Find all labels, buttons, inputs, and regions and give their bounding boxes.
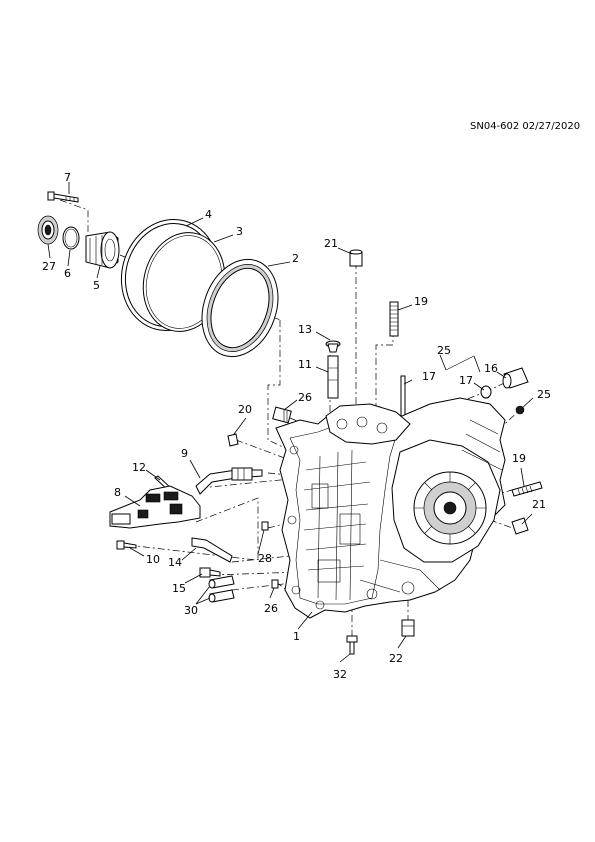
callout-4: 4 — [205, 208, 212, 221]
callout-3: 3 — [236, 225, 243, 238]
leader-lines — [47, 182, 534, 663]
cap-13 — [325, 340, 341, 353]
plug-24 — [349, 249, 363, 267]
callout-15: 15 — [172, 582, 186, 595]
callout-5: 5 — [93, 279, 100, 292]
bolt-10 — [116, 540, 137, 550]
callout-16: 16 — [484, 362, 498, 375]
callout-25: 25 — [537, 388, 551, 401]
bolt-15 — [199, 567, 221, 578]
callout-29: 26 — [298, 391, 312, 404]
document-reference: SN04-602 02/27/2020 — [470, 121, 581, 132]
callout-13: 13 — [298, 323, 312, 336]
pin-28 — [261, 521, 269, 531]
ring-6 — [62, 226, 80, 250]
callout-32: 32 — [333, 668, 347, 681]
bolt-7 — [47, 191, 79, 203]
sleeve-16 — [502, 367, 529, 389]
stud-19-right — [511, 481, 543, 497]
callout-22: 22 — [389, 652, 403, 665]
callout-18: 17 — [422, 370, 436, 383]
callout-9: 9 — [181, 447, 188, 460]
callout-31: 27 — [42, 260, 56, 273]
ring-2 — [201, 258, 279, 358]
callout-19-right: 19 — [512, 452, 526, 465]
callout-20: 20 — [238, 403, 252, 416]
callout-labels: 7 27 6 5 4 3 2 21 19 13 11 25 16 17 17 2… — [42, 171, 551, 681]
callout-14: 14 — [168, 556, 182, 569]
pin-26 — [271, 579, 279, 589]
valve-body-8 — [109, 485, 201, 529]
sensor-29 — [272, 406, 292, 424]
callout-12: 12 — [132, 461, 146, 474]
plug-22 — [401, 619, 415, 637]
callout-19-top: 19 — [414, 295, 428, 308]
callout-30: 30 — [184, 604, 198, 617]
valve-5 — [85, 231, 120, 269]
callout-28: 28 — [258, 552, 272, 565]
bolt-32 — [346, 635, 358, 655]
pin-20 — [227, 433, 239, 447]
shaft-11 — [327, 355, 339, 399]
callout-6: 6 — [64, 267, 71, 280]
callout-8: 8 — [114, 486, 121, 499]
callout-7: 7 — [64, 171, 71, 184]
callout-2: 2 — [292, 252, 299, 265]
callout-27: 25 — [437, 344, 451, 357]
callout-17: 17 — [459, 374, 473, 387]
callout-24: 21 — [324, 237, 338, 250]
bracket-14 — [191, 537, 233, 563]
harness-9 — [195, 467, 263, 495]
callout-21: 21 — [532, 498, 546, 511]
callout-1: 1 — [293, 630, 300, 643]
transmission-case-1 — [275, 397, 506, 619]
callout-11: 11 — [298, 358, 312, 371]
ring-17 — [480, 385, 492, 399]
stud-19-top — [389, 301, 399, 337]
bracket-27 — [445, 355, 475, 371]
pins-30 — [208, 575, 235, 603]
callout-26: 26 — [264, 602, 278, 615]
seal-31 — [37, 215, 59, 245]
callout-10: 10 — [146, 553, 160, 566]
